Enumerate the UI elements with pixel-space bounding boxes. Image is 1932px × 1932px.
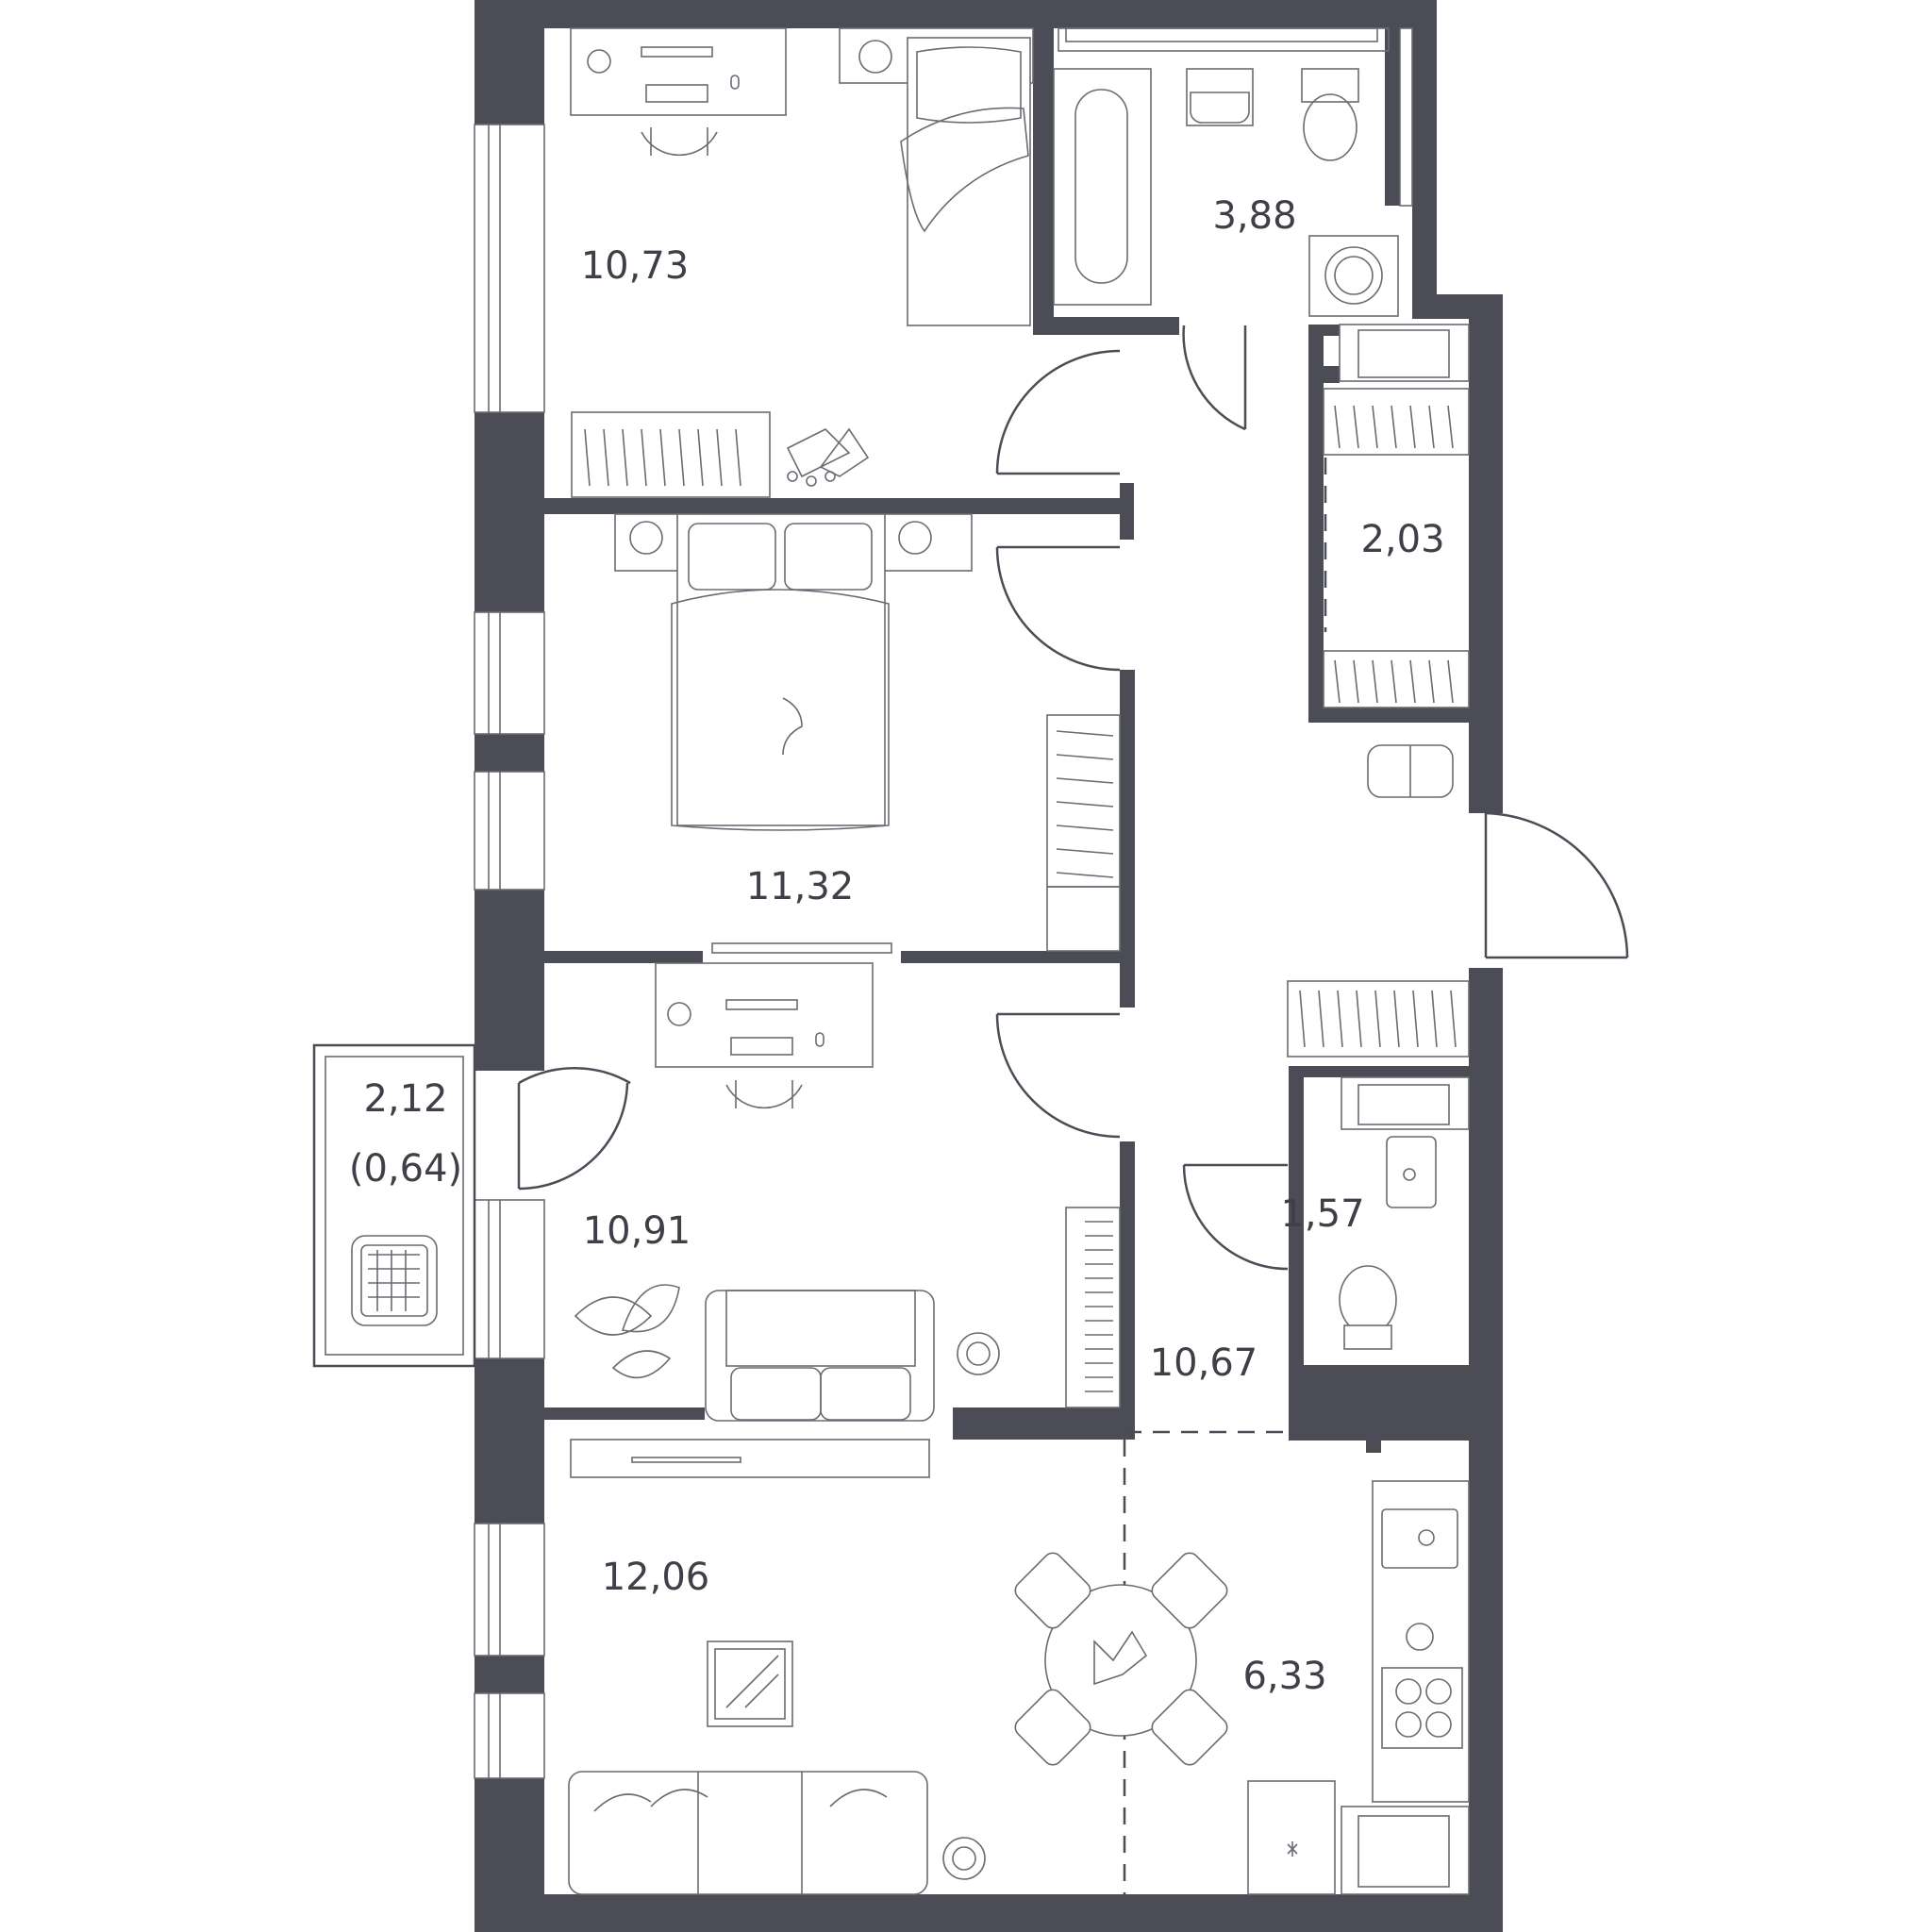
sofa-icon: [705, 1290, 1000, 1422]
tv-icon: [711, 942, 892, 954]
bed-icon: [839, 27, 1034, 326]
room-area-living-room: 12,06: [602, 1556, 710, 1599]
armchair-icon: [351, 1235, 438, 1326]
desk-icon: [655, 962, 874, 1109]
sink-icon: [1186, 68, 1254, 126]
room-area-bathroom: 3,88: [1212, 194, 1296, 238]
door-icon: [995, 325, 1629, 1271]
desk-icon: [570, 27, 787, 157]
fridge-icon: [1247, 1780, 1470, 1895]
bed-icon: [614, 513, 973, 831]
washing-machine-icon: [1308, 235, 1399, 317]
room-area-bedroom-office: 10,91: [583, 1209, 691, 1253]
wardrobe-icon: [1341, 1076, 1470, 1130]
ottoman-icon: [1367, 744, 1454, 798]
toilet-icon: [1301, 68, 1359, 161]
room-area-kitchen: 6,33: [1242, 1655, 1326, 1698]
room-area-balcony-reduced: (0,64): [349, 1147, 462, 1191]
stove-icon: [1372, 1480, 1470, 1803]
wardrobe-icon: [1323, 324, 1470, 708]
room-area-bedroom-master: 11,32: [746, 865, 855, 908]
wardrobe-icon: [1046, 714, 1121, 952]
room-area-wardrobe: 2,03: [1360, 518, 1444, 561]
toilet-icon: [1339, 1265, 1397, 1350]
sink-icon: [1386, 1136, 1437, 1208]
room-area-toilet: 1,57: [1280, 1192, 1364, 1236]
wardrobe-icon: [571, 411, 771, 498]
area-labels: 10,73 3,88 2,03 11,32 2,12 (0,64) 10,91 …: [349, 194, 1445, 1698]
walls: [475, 0, 1503, 1932]
room-area-hallway: 10,67: [1150, 1341, 1258, 1385]
rollerblades-icon: [786, 427, 870, 487]
plant-icon: [574, 1284, 680, 1379]
table-icon: [707, 1641, 793, 1727]
windows: [474, 27, 1413, 1779]
dining-table-icon: [1014, 1552, 1228, 1766]
bookshelf-icon: [1065, 1207, 1121, 1408]
wardrobe-icon: [1287, 980, 1470, 1058]
balcony: [312, 1043, 631, 1368]
bathtub-icon: [1053, 68, 1152, 306]
room-area-balcony: 2,12: [363, 1077, 447, 1121]
room-area-bedroom-small: 10,73: [581, 244, 690, 288]
tv-icon: [570, 1439, 930, 1478]
sofa-icon: [568, 1771, 986, 1895]
